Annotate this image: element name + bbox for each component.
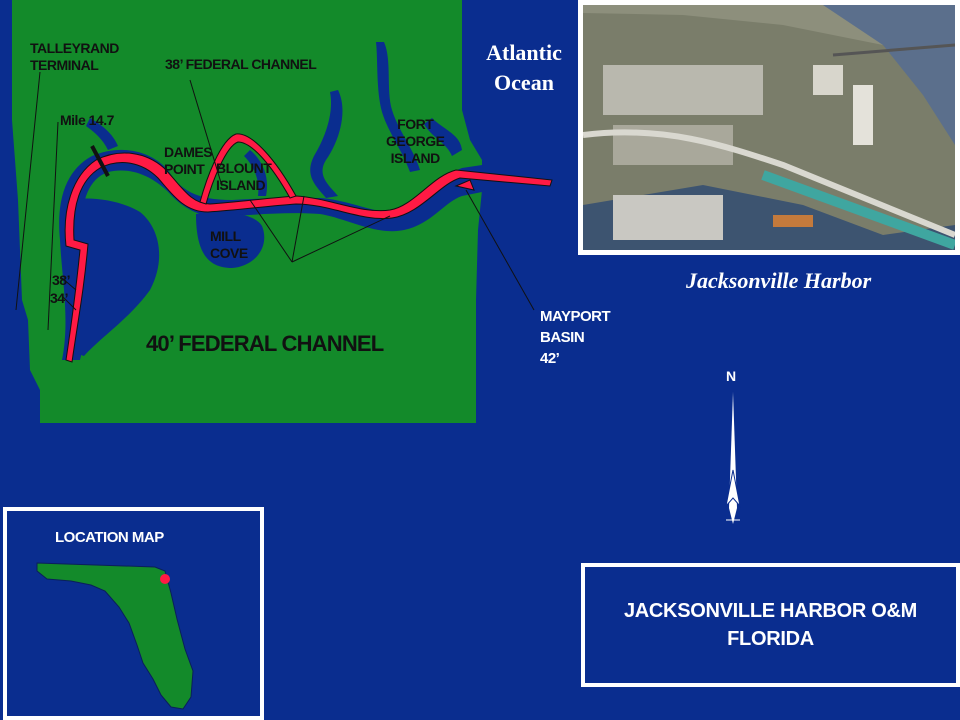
mile-marker (90, 145, 110, 177)
label-38-federal-channel: 38’ FEDERAL CHANNEL (165, 56, 317, 72)
aerial-photo (578, 0, 960, 255)
st-johns-river (59, 149, 483, 360)
aerial-photo-image (583, 5, 955, 250)
creek-north-5 (86, 118, 118, 150)
creek-north-3 (424, 118, 462, 156)
label-mile: Mile 14.7 (60, 112, 114, 128)
label-depth-34: 34’ (50, 290, 68, 306)
location-map-inset: LOCATION MAP (3, 507, 264, 720)
title-line-2: FLORIDA (727, 628, 814, 650)
western-bay (66, 198, 160, 356)
creek-north-4 (244, 150, 268, 196)
creek-north-2 (310, 90, 343, 198)
compass-north-label: N (726, 368, 736, 384)
florida-outline (36, 562, 194, 710)
title-box: JACKSONVILLE HARBOR O&M FLORIDA (581, 563, 960, 687)
blount-loop (199, 133, 297, 205)
mill-cove (196, 212, 265, 268)
location-map-title: LOCATION MAP (55, 529, 164, 546)
label-depth-38: 38’ (52, 272, 70, 288)
leader-lines (15, 71, 535, 331)
jacksonville-dot (160, 574, 170, 584)
label-40-federal-channel: 40’ FEDERAL CHANNEL (146, 331, 384, 356)
mayport-marker (454, 179, 475, 191)
title-line-1: JACKSONVILLE HARBOR O&M (623, 600, 918, 622)
creek-north-1 (376, 42, 420, 172)
photo-caption: Jacksonville Harbor (686, 268, 872, 293)
north-arrow (725, 392, 741, 524)
federal-channel (64, 152, 553, 363)
